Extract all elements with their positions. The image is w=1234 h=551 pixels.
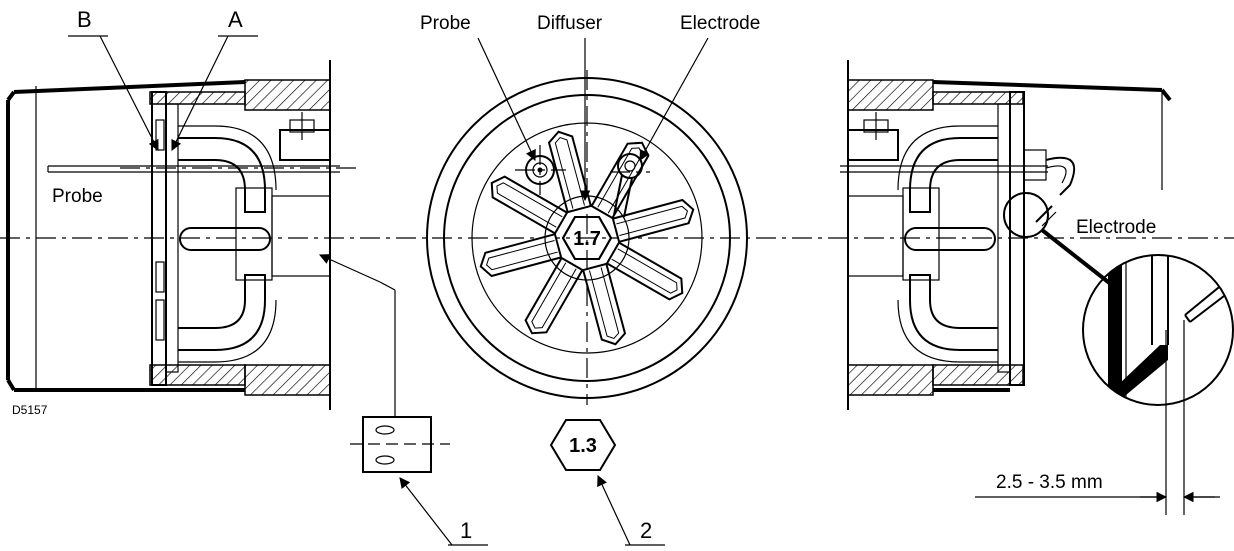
drawing-code: D5157 (12, 403, 48, 417)
callout-2: 2 (640, 518, 652, 543)
label-leaders (68, 35, 709, 546)
label-probe-top: Probe (420, 13, 471, 34)
label-B: B (77, 7, 92, 32)
gap-dimension: 2.5 - 3.5 mm (996, 472, 1103, 493)
part-1-bracket (319, 254, 450, 473)
diffuser-blade (611, 198, 695, 244)
callout-1: 1 (460, 518, 472, 543)
label-electrode-top: Electrode (680, 13, 760, 34)
front-view-head: 1.7 (426, 70, 748, 405)
hex-nut-bottom (549, 419, 617, 471)
diffuser-blade (524, 256, 584, 335)
label-electrode-right: Electrode (1076, 217, 1156, 238)
right-side-view (840, 60, 1172, 410)
label-diffuser: Diffuser (537, 13, 603, 34)
label-A: A (228, 7, 243, 32)
label-probe-left: Probe (52, 186, 103, 207)
hex-bottom-label: 1.3 (569, 435, 597, 457)
diffuser-blade (581, 262, 627, 346)
diffuser-blade (605, 241, 684, 301)
electrode-gap-detail (975, 254, 1234, 515)
diffuser-blades (479, 130, 695, 346)
left-side-view (6, 60, 340, 410)
diffuser-blade (479, 232, 563, 278)
diffuser-blade (490, 175, 569, 235)
hex-center-label: 1.7 (573, 228, 601, 250)
